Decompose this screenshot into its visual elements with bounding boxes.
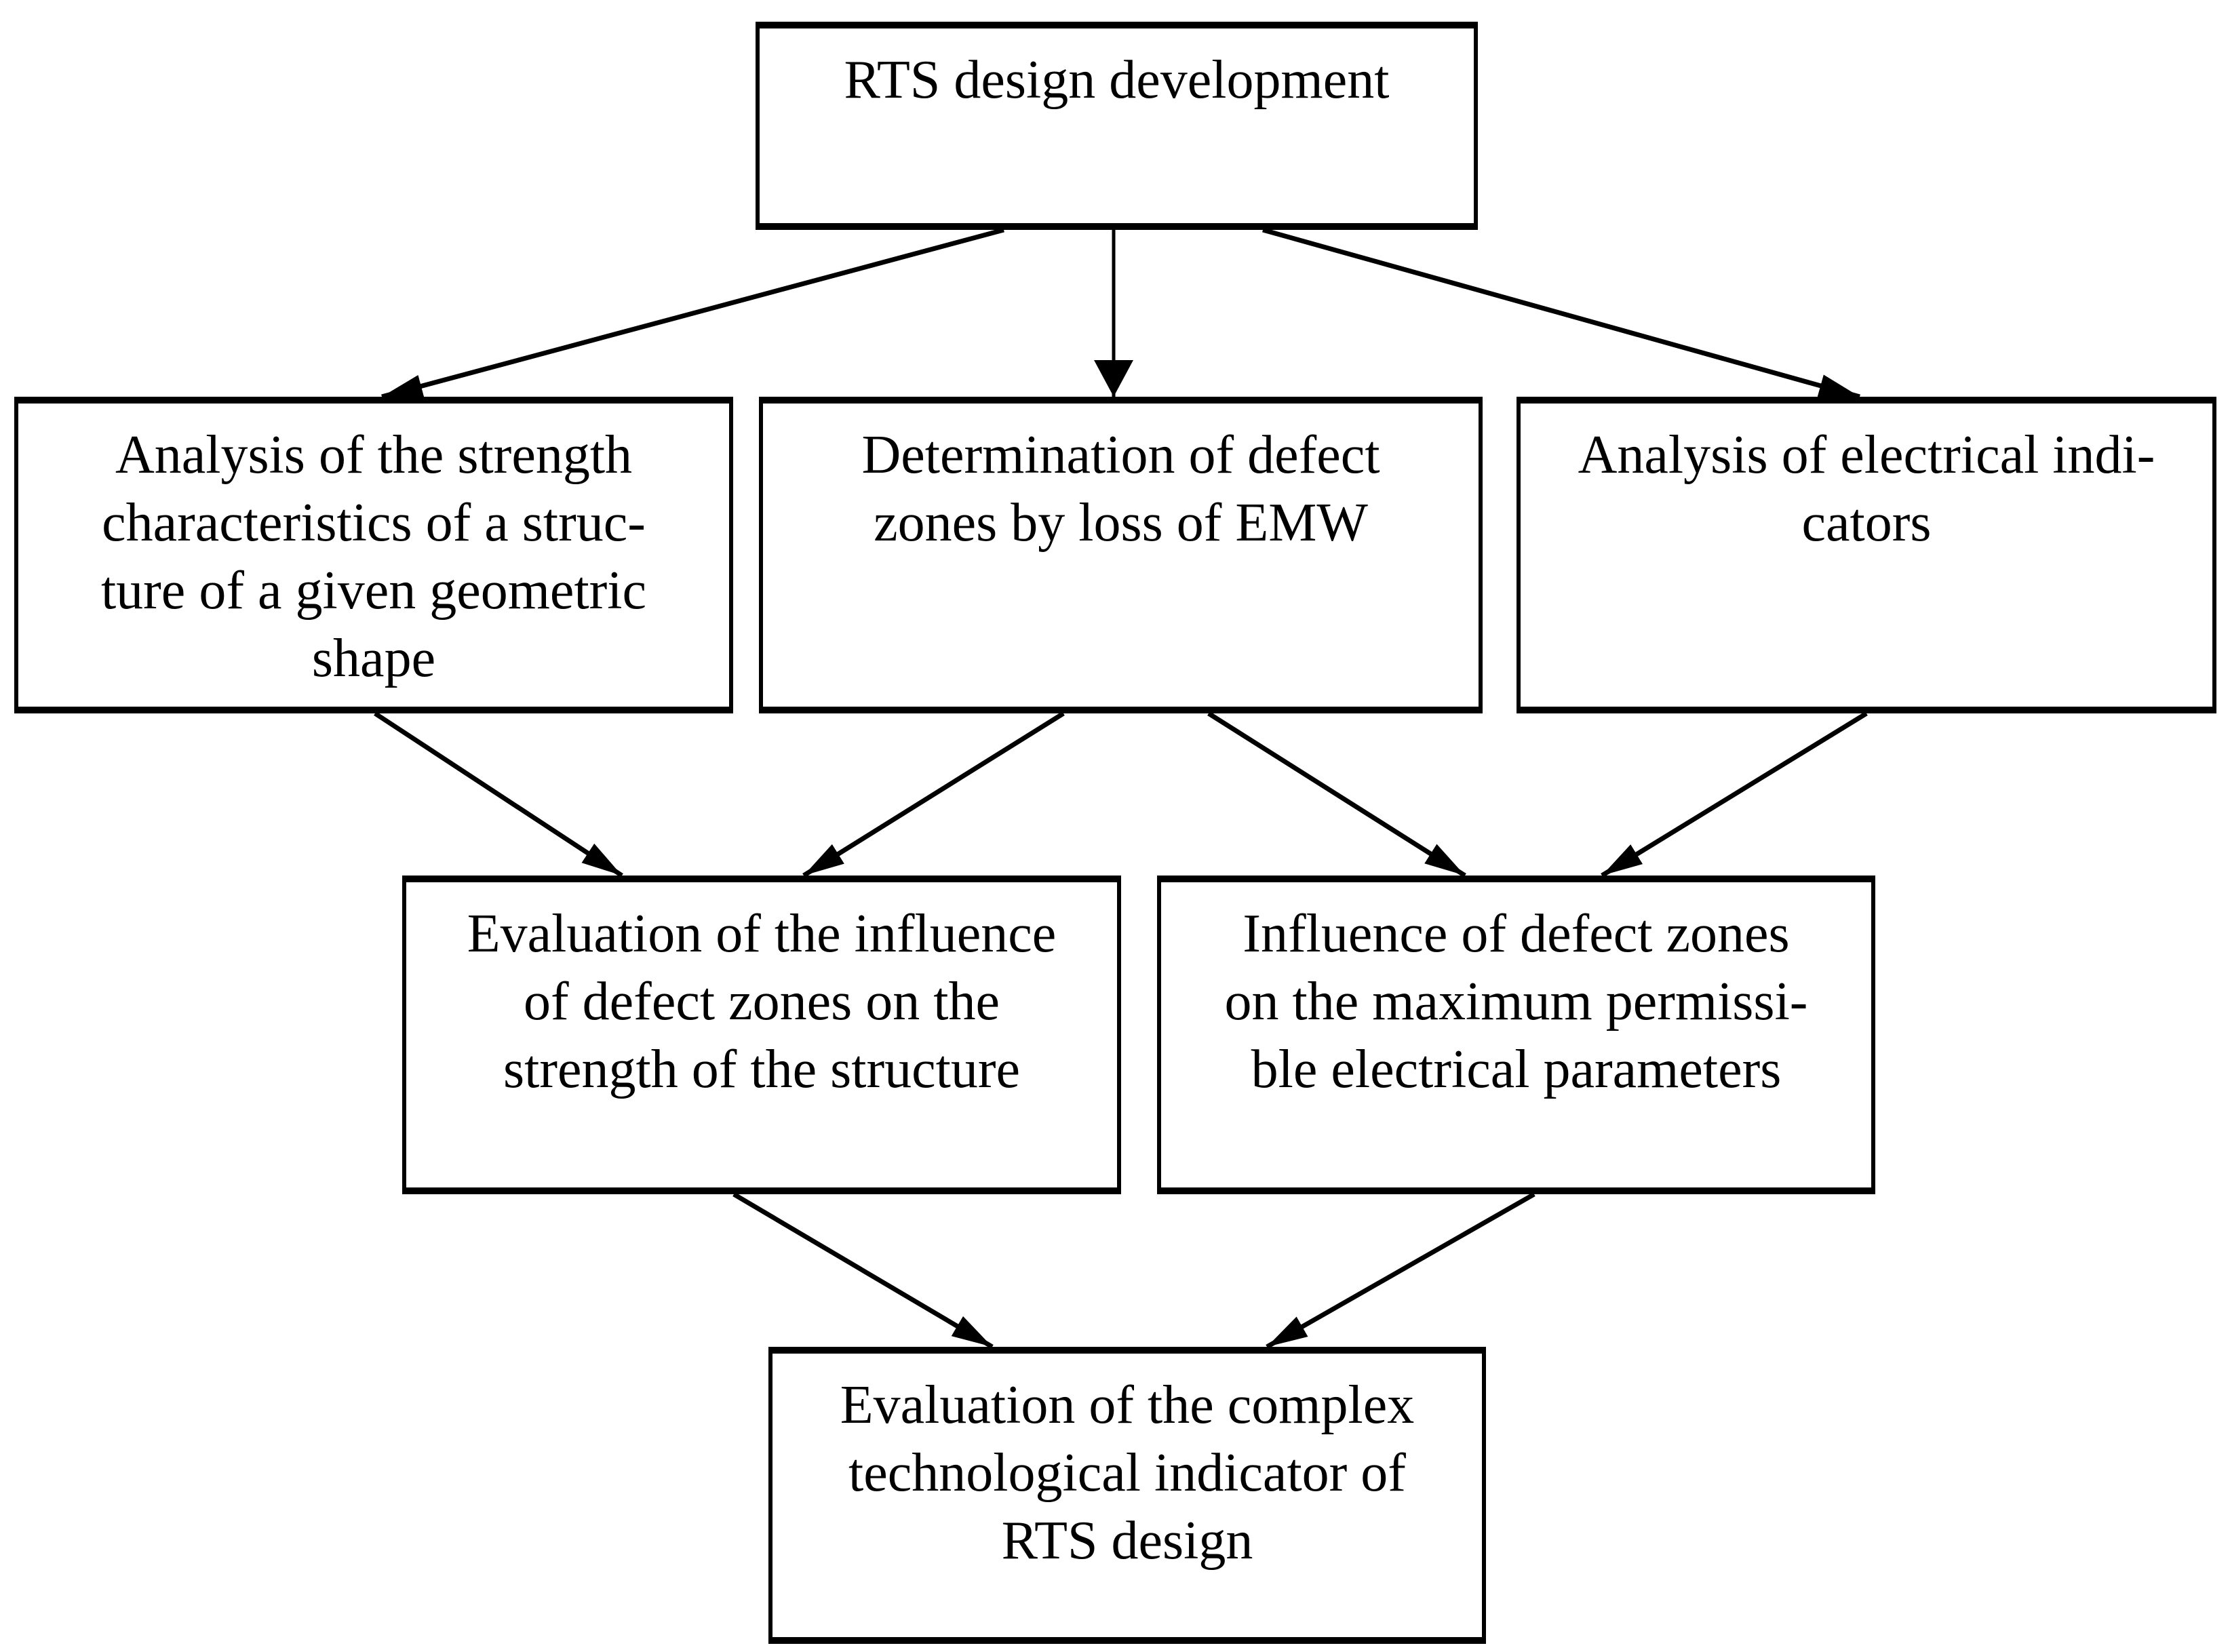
arrow-influence-electrical-to-complex: [1266, 1192, 1535, 1350]
node-complex-technological-indicator: Evaluation of the complex technological …: [768, 1347, 1486, 1644]
arrow-influence-strength-to-complex: [732, 1192, 994, 1350]
arrow-defect-zones-to-influence-strength: [802, 711, 1065, 878]
node-rts-design-development: RTS design development: [756, 22, 1478, 230]
node-defect-zones-determination: Determination of defect zones by loss of…: [759, 397, 1483, 713]
arrow-electrical-to-influence-electrical: [1601, 711, 1868, 878]
node-strength-characteristics-analysis: Analysis of the strength characteristics…: [14, 397, 733, 713]
node-defect-influence-on-strength: Evaluation of the influence of defect zo…: [402, 876, 1121, 1194]
arrow-top-to-electrical: [1262, 227, 1860, 399]
node-defect-influence-on-electrical-parameters: Influence of defect zones on the maximum…: [1157, 876, 1875, 1194]
arrow-defect-zones-to-influence-electrical: [1207, 711, 1466, 878]
arrow-strength-to-influence-strength: [374, 711, 623, 878]
arrow-top-to-strength: [381, 227, 1004, 399]
node-electrical-indicators-analysis: Analysis of electrical indi- cators: [1517, 397, 2216, 713]
